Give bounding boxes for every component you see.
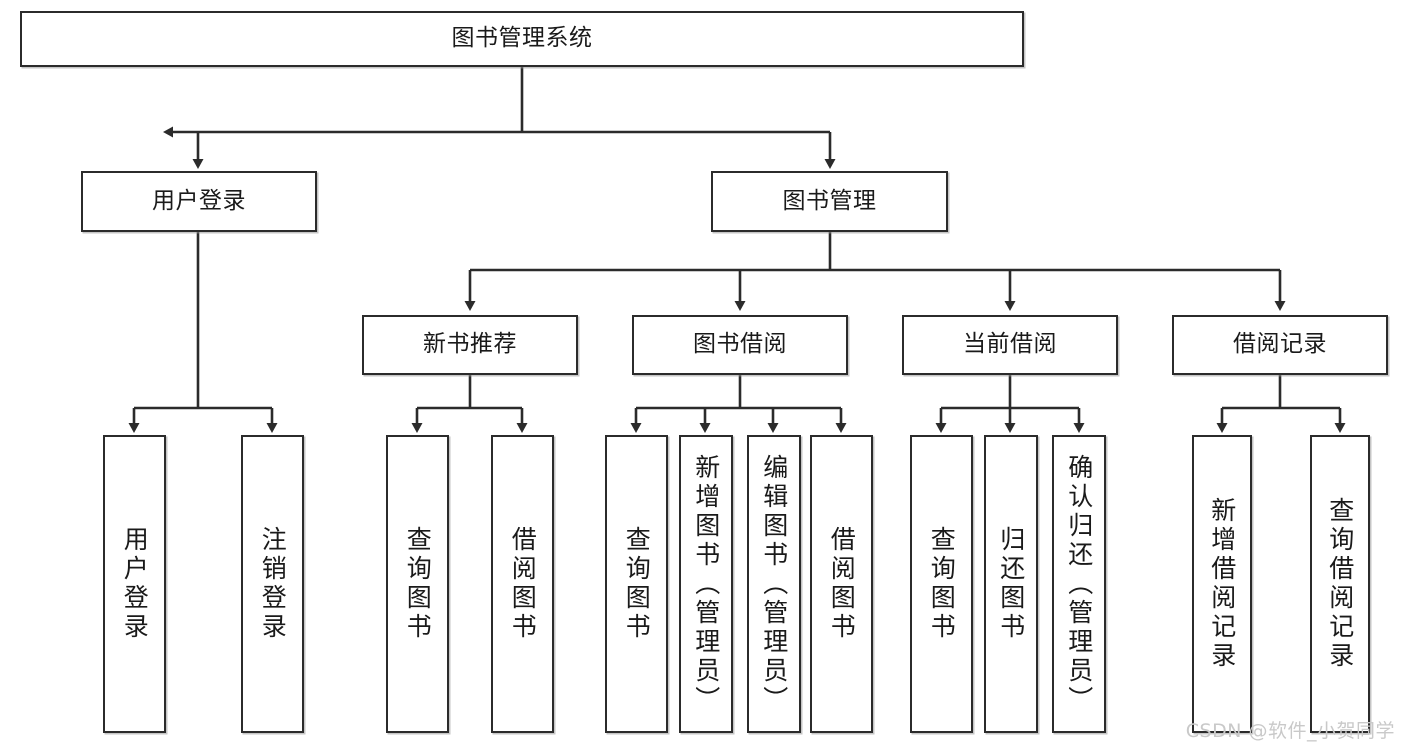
node-label: 归还图书 (996, 526, 1026, 642)
node-label: 图书管理系统 (451, 25, 593, 52)
node-root-system[interactable]: 图书管理系统 (20, 11, 1024, 67)
leaf-user-login-signin[interactable]: 用户登录 (103, 435, 166, 733)
node-label: 当前借阅 (963, 331, 1057, 358)
node-book-management[interactable]: 图书管理 (711, 171, 948, 232)
leaf-user-login-signout[interactable]: 注销登录 (241, 435, 304, 733)
leaf-current-return-book[interactable]: 归还图书 (984, 435, 1038, 733)
node-label: 编辑图书（管理员） (759, 453, 789, 715)
node-label: 查询图书 (403, 526, 433, 642)
leaf-borrow-borrow-book[interactable]: 借阅图书 (810, 435, 873, 733)
node-label: 用户登录 (152, 187, 246, 214)
leaf-current-query-book[interactable]: 查询图书 (910, 435, 973, 733)
leaf-recommend-query-book[interactable]: 查询图书 (386, 435, 449, 733)
leaf-record-query-borrow-record[interactable]: 查询借阅记录 (1310, 435, 1370, 733)
node-label: 查询图书 (927, 526, 957, 642)
leaf-record-add-borrow-record[interactable]: 新增借阅记录 (1192, 435, 1252, 733)
node-label: 图书管理 (782, 187, 877, 214)
leaf-borrow-edit-book-admin[interactable]: 编辑图书（管理员） (747, 435, 801, 733)
node-user-login[interactable]: 用户登录 (81, 171, 317, 232)
leaf-recommend-borrow-book[interactable]: 借阅图书 (491, 435, 554, 733)
node-label: 查询借阅记录 (1325, 497, 1355, 671)
node-label: 图书借阅 (693, 331, 787, 358)
csdn-watermark: CSDN @软件_小贺同学 (1185, 720, 1395, 742)
node-label: 用户登录 (120, 526, 150, 642)
node-borrow-record[interactable]: 借阅记录 (1172, 315, 1388, 375)
node-label: 借阅图书 (827, 526, 857, 642)
node-label: 确认归还（管理员） (1064, 453, 1094, 715)
node-label: 借阅记录 (1233, 331, 1327, 358)
node-new-book-recommend[interactable]: 新书推荐 (362, 315, 578, 375)
leaf-current-confirm-return-admin[interactable]: 确认归还（管理员） (1052, 435, 1106, 733)
leaf-borrow-query-book[interactable]: 查询图书 (605, 435, 668, 733)
node-label: 新增图书（管理员） (691, 453, 721, 715)
node-label: 借阅图书 (508, 526, 538, 642)
node-label: 查询图书 (622, 526, 652, 642)
node-label: 新书推荐 (423, 331, 517, 358)
node-label: 注销登录 (258, 526, 288, 642)
node-current-borrow[interactable]: 当前借阅 (902, 315, 1118, 375)
leaf-borrow-add-book-admin[interactable]: 新增图书（管理员） (679, 435, 733, 733)
node-book-borrow[interactable]: 图书借阅 (632, 315, 848, 375)
node-label: 新增借阅记录 (1207, 497, 1237, 671)
